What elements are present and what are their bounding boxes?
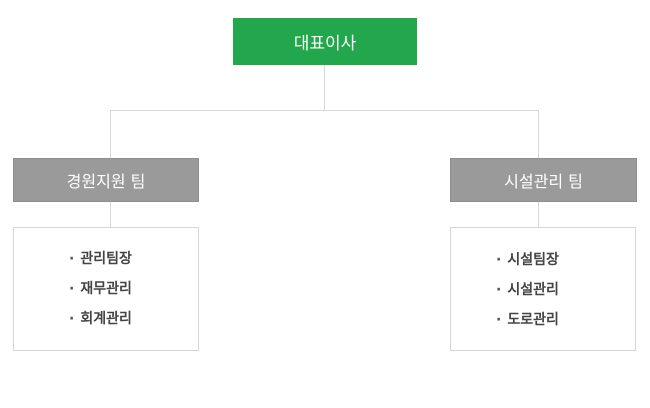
role-item: · 재무관리 bbox=[69, 278, 132, 298]
bullet-icon: · bbox=[69, 281, 75, 297]
role-label: 도로관리 bbox=[507, 312, 559, 328]
team-node-management-support: 경원지원 팀 bbox=[13, 158, 199, 202]
team-node-label: 시설관리 팀 bbox=[504, 172, 583, 191]
connector-left-team-roles bbox=[110, 202, 111, 227]
team-node-label: 경원지원 팀 bbox=[66, 172, 146, 191]
connector-right-team-roles bbox=[538, 202, 539, 227]
bullet-icon: · bbox=[69, 311, 75, 327]
bullet-icon: · bbox=[496, 312, 502, 328]
connector-root-down bbox=[324, 65, 325, 110]
role-label: 회계관리 bbox=[80, 311, 132, 327]
role-item: · 관리팀장 bbox=[69, 248, 132, 268]
bullet-icon: · bbox=[496, 282, 502, 298]
role-item: · 시설팀장 bbox=[496, 249, 559, 269]
bullet-icon: · bbox=[69, 251, 75, 267]
team-node-facility-management: 시설관리 팀 bbox=[450, 158, 637, 202]
root-node-ceo: 대표이사 bbox=[233, 18, 417, 65]
connector-horizontal bbox=[110, 110, 539, 111]
role-label: 시설관리 bbox=[507, 282, 559, 298]
connector-left-down bbox=[110, 110, 111, 158]
role-list-facility-management: · 시설팀장 · 시설관리 · 도로관리 bbox=[450, 227, 636, 351]
role-item: · 도로관리 bbox=[496, 309, 559, 329]
role-item: · 회계관리 bbox=[69, 308, 132, 328]
connector-right-down bbox=[538, 110, 539, 158]
role-list-management-support: · 관리팀장 · 재무관리 · 회계관리 bbox=[13, 227, 199, 351]
role-label: 재무관리 bbox=[80, 281, 132, 297]
root-node-label: 대표이사 bbox=[293, 34, 357, 54]
role-label: 시설팀장 bbox=[507, 252, 559, 268]
bullet-icon: · bbox=[496, 252, 502, 268]
role-label: 관리팀장 bbox=[80, 251, 132, 267]
role-item: · 시설관리 bbox=[496, 279, 559, 299]
